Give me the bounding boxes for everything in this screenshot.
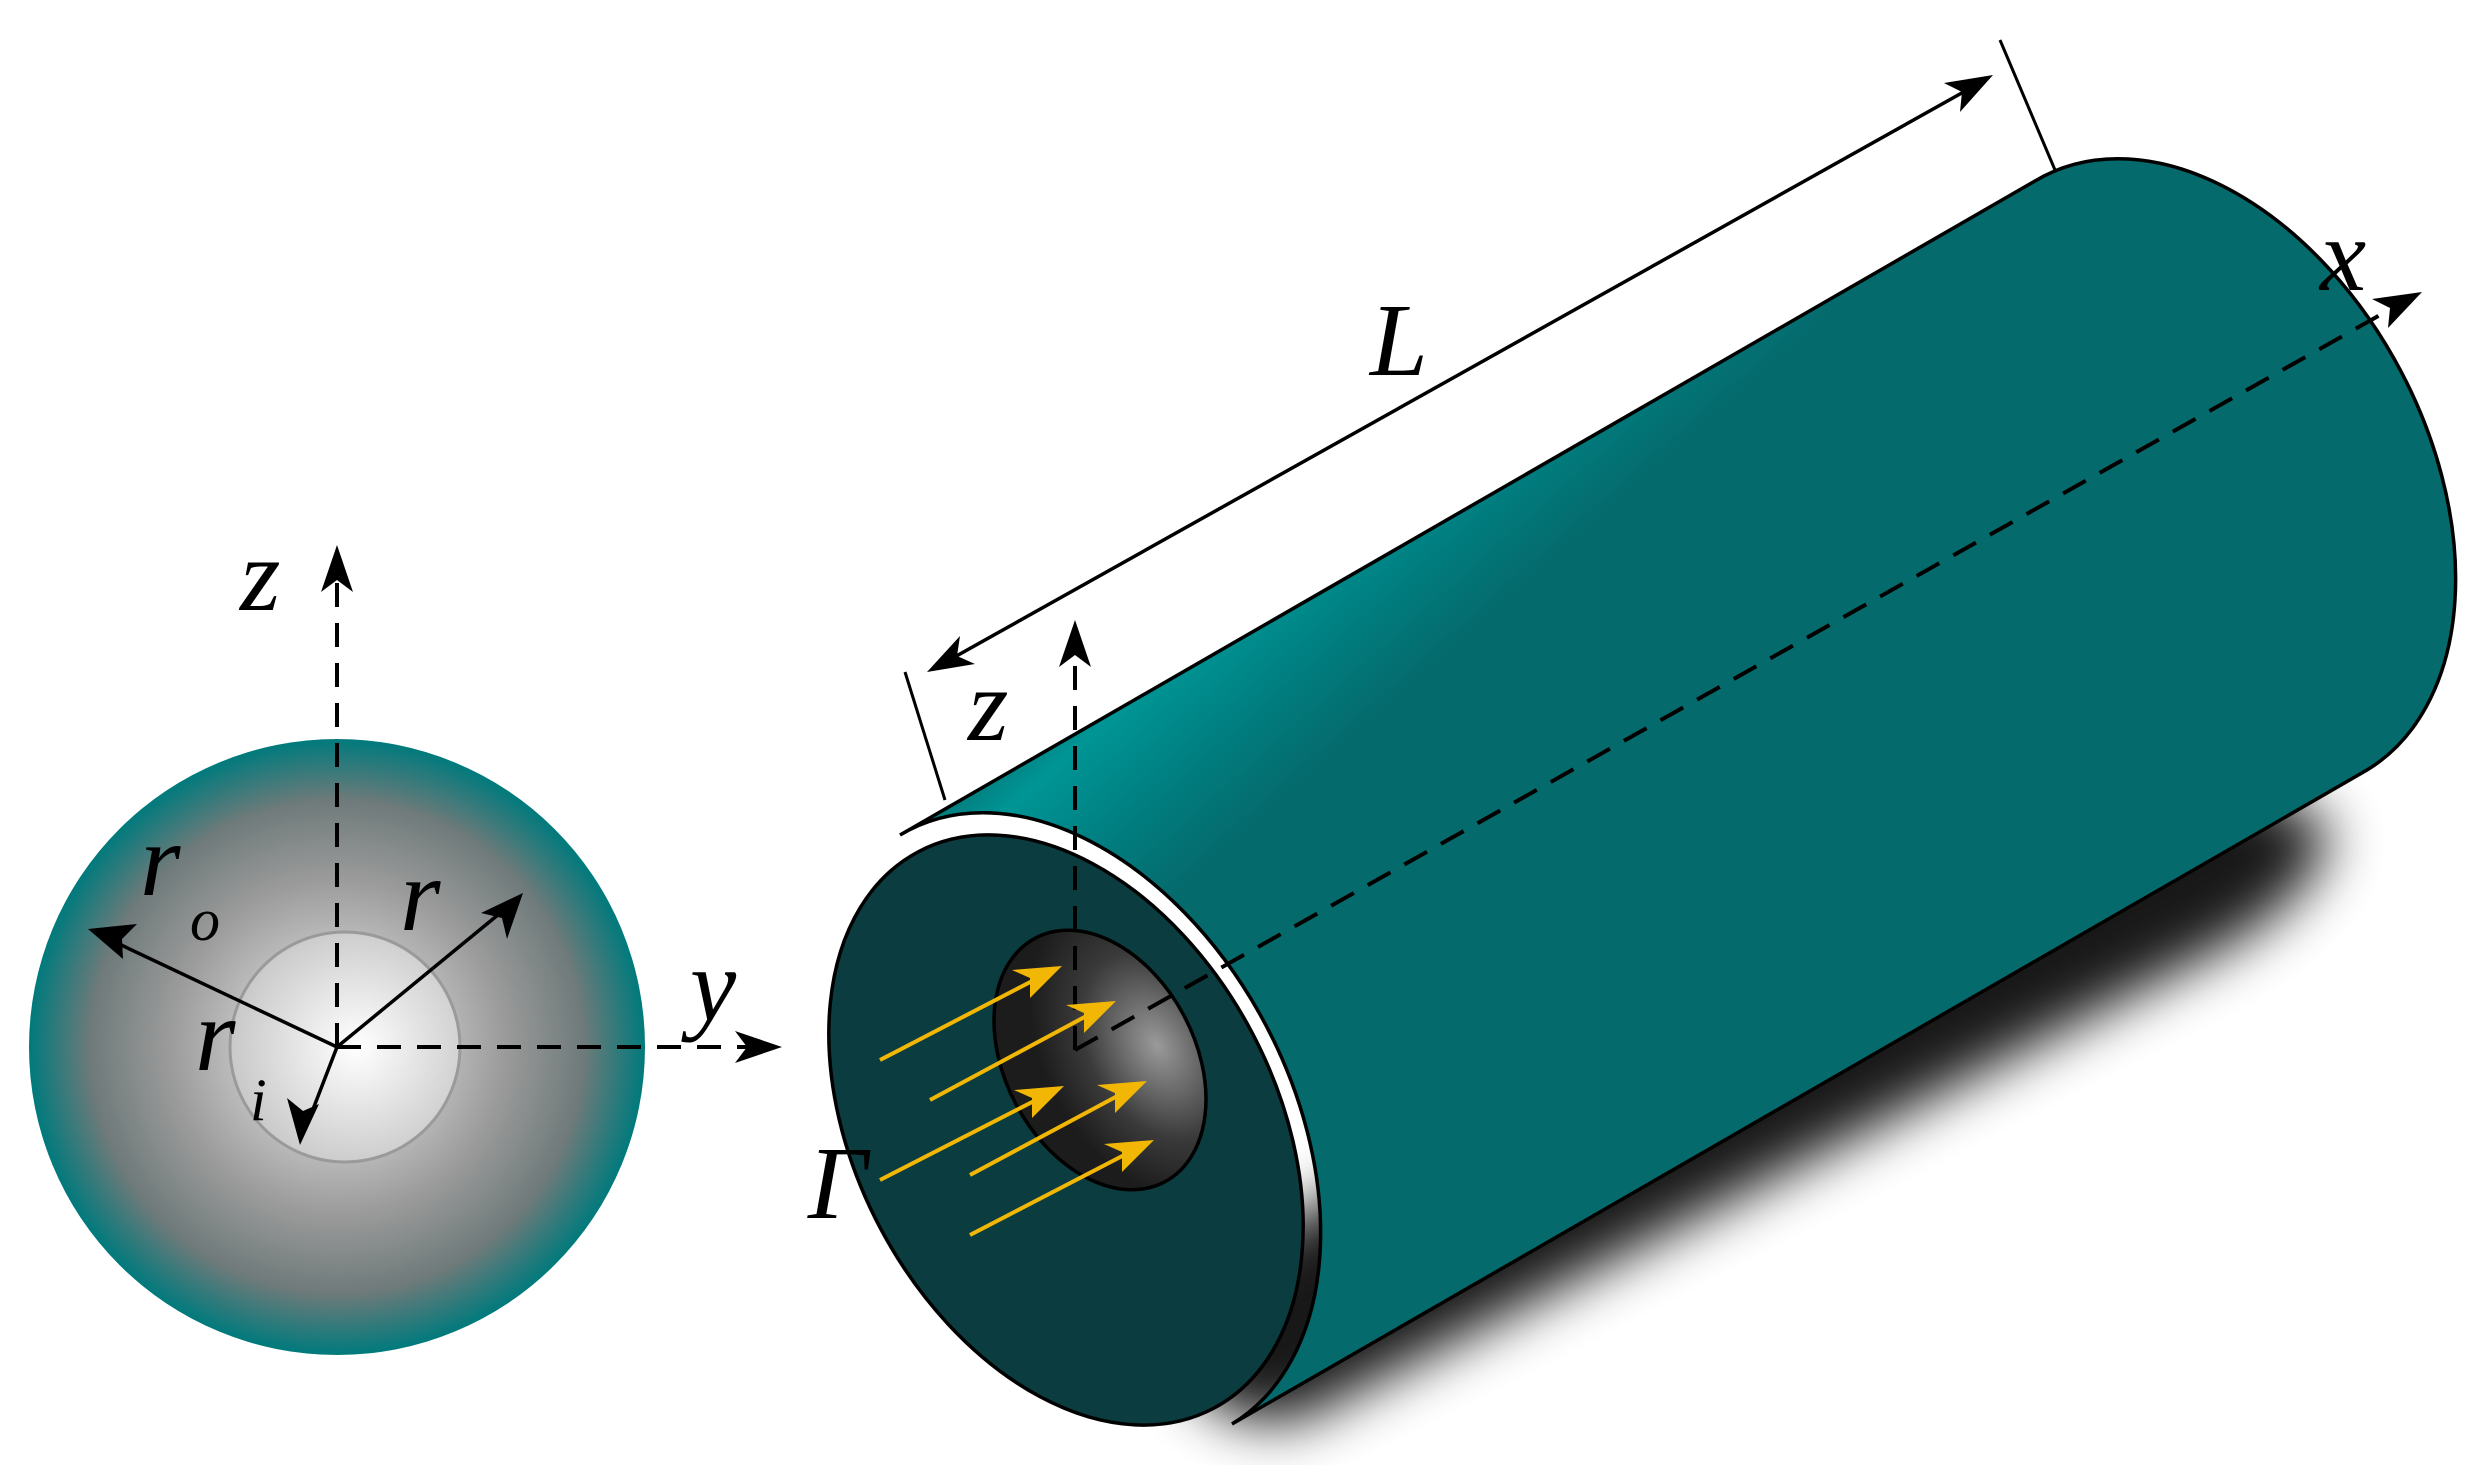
arrowhead-icon [1104, 1140, 1154, 1172]
arrowhead-icon [927, 636, 975, 672]
L-label: L [1368, 283, 1428, 398]
y-label-cross: y [681, 928, 737, 1043]
ro-label: r [140, 803, 181, 918]
arrowhead-icon [1097, 1081, 1147, 1113]
x-label: x [2318, 198, 2366, 313]
cylinder-body [899, 156, 2458, 1426]
cross-section: z y r o r r i [29, 518, 782, 1355]
r-label: r [400, 838, 441, 953]
arrowhead-icon [1066, 1001, 1116, 1033]
flux-arrows [879, 966, 1154, 1237]
arrowhead-icon [1012, 966, 1062, 998]
ro-subscript: o [190, 887, 220, 953]
arrowhead-icon [1014, 1086, 1064, 1118]
cylinder-3d: L x z Γ [807, 39, 2458, 1427]
arrowhead-icon [321, 545, 353, 592]
bore-opening [992, 928, 1208, 1192]
flux-arrow-4 [969, 1091, 1124, 1177]
flux-arrow-3 [879, 1096, 1041, 1182]
ro-radius-line [99, 933, 338, 1049]
flux-arrow-2 [929, 1011, 1093, 1102]
L-extension-right [1998, 39, 2057, 171]
arrowhead-icon [481, 893, 523, 939]
arrowhead-icon [88, 924, 137, 959]
arrowhead-icon [1059, 620, 1091, 667]
L-dimension-line [934, 78, 1986, 670]
ri-label: r [195, 978, 236, 1093]
z-label-cross: z [238, 518, 280, 633]
gamma-label: Γ [807, 1126, 871, 1241]
L-extension-left [903, 671, 947, 801]
r-radius-line [335, 903, 512, 1049]
arrowhead-icon [287, 1098, 319, 1145]
flux-arrow-5 [969, 1150, 1131, 1237]
ri-subscript: i [250, 1067, 267, 1133]
flux-arrow-1 [879, 976, 1039, 1062]
arrowhead-icon [1944, 75, 1993, 112]
arrowhead-icon [2372, 292, 2422, 328]
arrowhead-icon [735, 1031, 782, 1063]
z-label-cylinder: z [966, 648, 1008, 763]
